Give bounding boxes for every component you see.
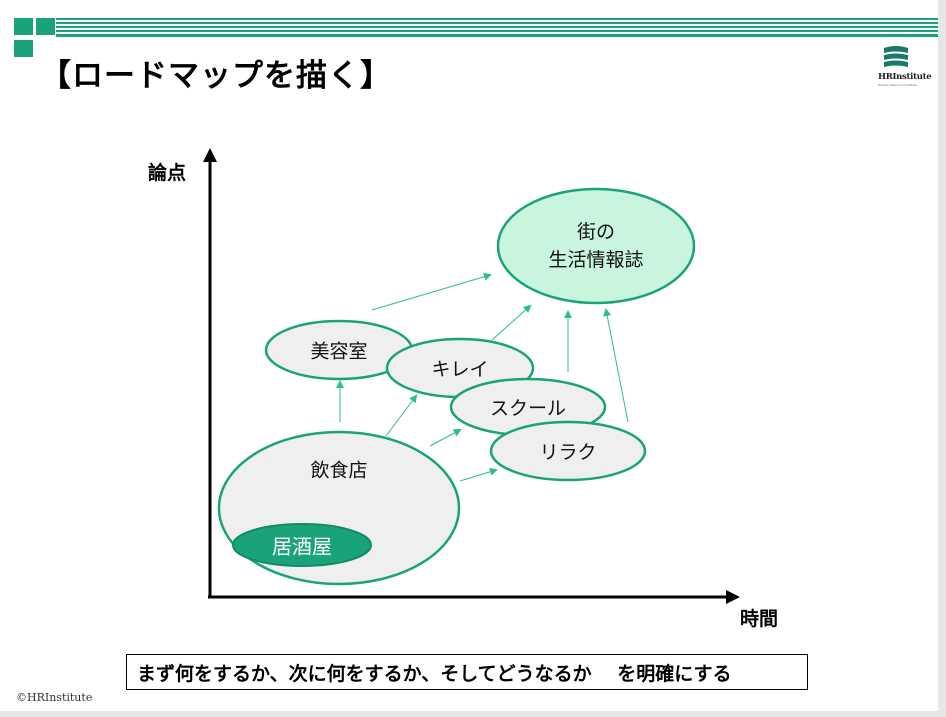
- restaurant-label: 飲食店: [310, 459, 368, 482]
- goal-label-line2: 生活情報誌: [548, 249, 644, 271]
- izakaya-node: [232, 523, 372, 567]
- right-border: [938, 0, 946, 717]
- arrow-restaurant-to-school: [429, 429, 462, 447]
- hr-institute-logo: HRInstitute Human Resource Institute: [878, 44, 934, 90]
- izakaya-label: 居酒屋: [272, 534, 332, 559]
- logo-text: HRInstitute: [878, 72, 932, 82]
- header-stripe-2: [56, 22, 938, 24]
- relax-node: [489, 420, 647, 482]
- arrow-restaurant-to-kirei: [385, 394, 418, 437]
- beauty-salon-label: 美容室: [310, 340, 368, 363]
- arrow-restaurant-to-relax: [459, 467, 498, 482]
- header-square-1: [14, 18, 33, 35]
- y-axis-label: 論点: [148, 162, 187, 184]
- header-square-2: [36, 18, 55, 35]
- page-title: 【ロードマップを描く】: [40, 58, 392, 94]
- school-label: スクール: [489, 397, 567, 420]
- arrow-beauty-to-goal: [371, 272, 492, 311]
- header-square-3: [14, 40, 33, 57]
- header-stripe-4: [56, 30, 938, 32]
- header-stripe-3: [56, 26, 938, 28]
- goal-node: [496, 187, 696, 305]
- arrow-relax-to-goal: [603, 308, 629, 423]
- header-stripe-1: [56, 18, 938, 20]
- logo-wave-icon: [884, 46, 908, 67]
- header-stripe-5: [56, 34, 938, 37]
- goal-label-line1: 街の: [576, 221, 616, 243]
- summary-box: まず何をするか、次に何をするか、そしてどうなるか を明確にする: [126, 654, 808, 690]
- x-axis-label: 時間: [740, 608, 779, 630]
- logo-subtext: Human Resource Institute: [878, 83, 917, 87]
- copyright: ©HRInstitute: [16, 691, 93, 704]
- relax-label: リラク: [539, 441, 597, 464]
- bottom-border: [0, 711, 946, 717]
- goal-label: 街の 生活情報誌: [548, 218, 643, 274]
- arrow-kirei-to-goal: [491, 304, 532, 341]
- header-decoration: [0, 12, 946, 57]
- kirei-label: キレイ: [431, 358, 489, 381]
